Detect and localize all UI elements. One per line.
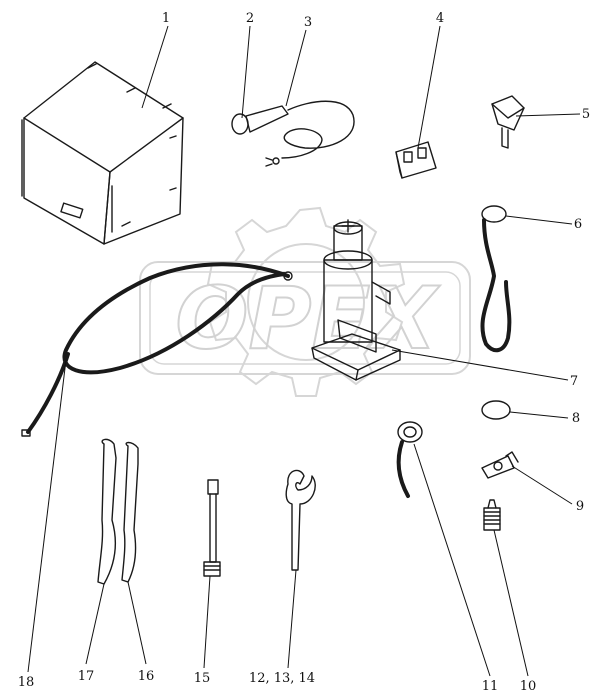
leader-18	[27, 359, 67, 673]
callout-10: 10	[520, 679, 537, 694]
leader-lines	[27, 25, 581, 677]
leader-9	[511, 465, 573, 505]
leader-11	[413, 443, 491, 677]
part-16-17-tire-levers	[97, 438, 139, 585]
callout-12-13-14: 12, 13, 14	[249, 671, 315, 686]
part-11-pressure-gauge	[396, 421, 423, 498]
part-5-nozzle	[491, 95, 525, 149]
part-7-bottle-jack	[311, 219, 401, 381]
callout-7: 7	[570, 374, 578, 389]
leader-12-13-14	[287, 569, 297, 669]
leader-15	[203, 575, 211, 669]
callout-15: 15	[194, 671, 211, 686]
part-6-hose-loop	[480, 205, 512, 353]
callout-11: 11	[482, 679, 499, 694]
callout-4: 4	[436, 11, 444, 26]
leader-4	[417, 25, 441, 149]
leader-7	[391, 349, 569, 381]
part-2-3-lamp	[231, 100, 355, 167]
part-9-valve-fitting	[481, 451, 519, 479]
leader-1	[141, 25, 169, 109]
callout-16: 16	[138, 669, 155, 684]
leader-8	[509, 411, 569, 419]
watermark: OPEX	[139, 206, 471, 397]
callout-6: 6	[574, 217, 582, 232]
leader-6	[505, 215, 573, 225]
part-8-o-ring	[481, 400, 511, 420]
leader-16	[127, 581, 147, 665]
leader-5	[515, 113, 581, 117]
callout-8: 8	[572, 411, 580, 426]
part-15-socket-wrench	[203, 479, 221, 577]
part-10-threaded-adapter	[483, 499, 501, 531]
callout-9: 9	[576, 499, 584, 514]
part-1-toolbox	[21, 61, 184, 245]
callout-2: 2	[246, 11, 254, 26]
callout-5: 5	[582, 107, 590, 122]
leader-3	[285, 29, 307, 107]
watermark-text: OPEX	[175, 269, 440, 369]
watermark-plate	[139, 261, 471, 375]
leader-17	[85, 583, 105, 665]
part-12-14-wrench	[285, 469, 316, 571]
callout-17: 17	[78, 669, 95, 684]
leader-2	[241, 25, 251, 119]
callout-3: 3	[304, 15, 312, 30]
leader-10	[493, 529, 529, 677]
callout-labels: 1 2 3 4 5 6 7 8 9 10 11 12, 13, 14 15 16…	[18, 11, 590, 694]
callout-18: 18	[18, 675, 35, 690]
part-4-fuse-block	[395, 141, 437, 179]
callout-1: 1	[162, 11, 170, 26]
